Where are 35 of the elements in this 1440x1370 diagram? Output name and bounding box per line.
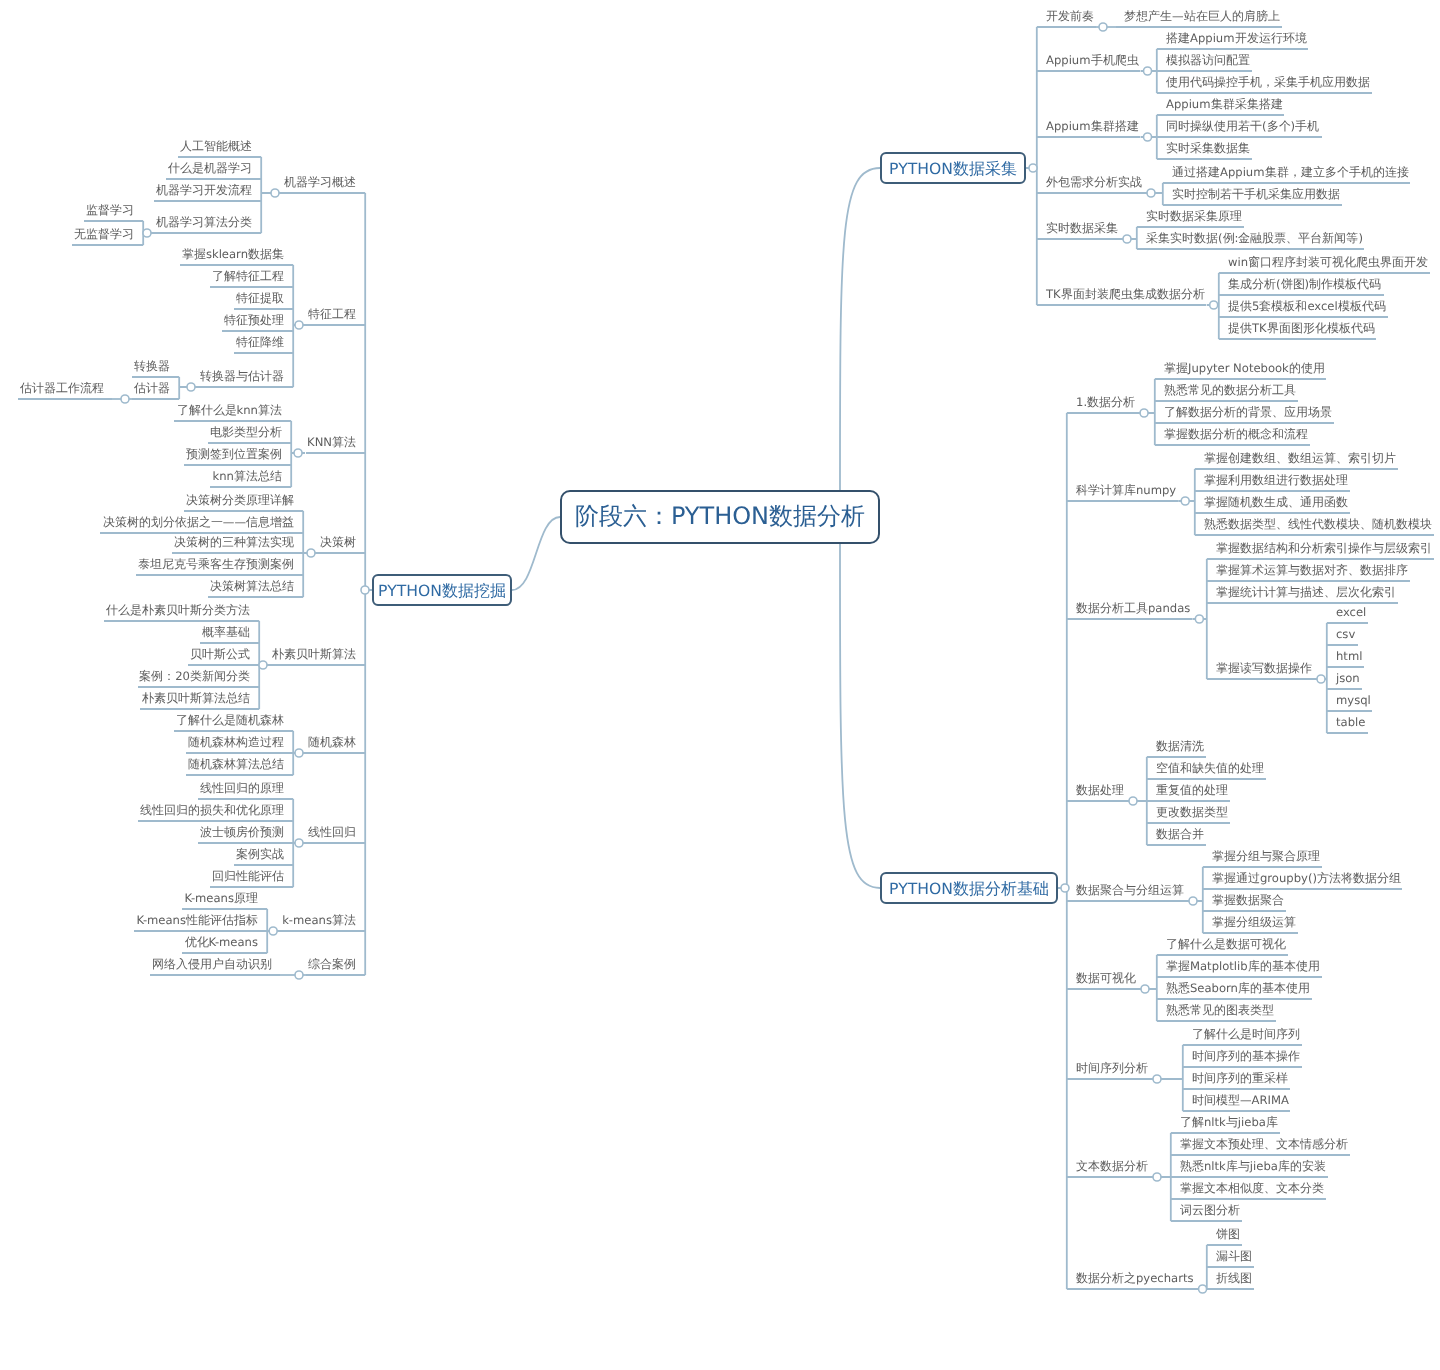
bracket-connector [177, 376, 199, 400]
connector-line [111, 394, 133, 404]
bracket-connector [1191, 558, 1209, 680]
central-topic-box: 阶段六：PYTHON数据分析 [560, 490, 880, 544]
bracket-connector [1185, 866, 1205, 934]
bracket-connector [1194, 1244, 1209, 1294]
bracket-connector [1136, 378, 1157, 446]
connector-line [1095, 22, 1117, 32]
connector-line [279, 970, 307, 980]
bracket-connector [1177, 468, 1197, 536]
bracket-connector [1139, 114, 1159, 160]
bracket-connector [1119, 226, 1139, 250]
bracket-connector [265, 908, 282, 954]
curved-connector [511, 516, 561, 591]
bracket-connector [1125, 756, 1149, 846]
bracket-connector [289, 420, 306, 488]
bracket-connector [1149, 1044, 1185, 1112]
bracket-connector [291, 798, 307, 888]
bracket-connector [259, 156, 283, 234]
bracket-connector [1143, 182, 1165, 206]
bracket-connector [1057, 412, 1070, 1290]
bracket-connector [291, 730, 307, 776]
bracket-connector [141, 220, 155, 246]
bracket-connector [1313, 622, 1329, 734]
bracket-connector [1205, 272, 1221, 340]
bracket-connector [301, 510, 319, 598]
bracket-connector [360, 192, 373, 976]
curved-connector [839, 167, 881, 491]
bracket-connector [1139, 48, 1159, 94]
bracket-connector [1149, 1132, 1173, 1222]
curved-connector [839, 543, 881, 889]
bracket-connector [257, 620, 271, 710]
bracket-connector [1025, 26, 1039, 306]
bracket-connector [291, 264, 307, 388]
bracket-connector [1137, 954, 1159, 1022]
